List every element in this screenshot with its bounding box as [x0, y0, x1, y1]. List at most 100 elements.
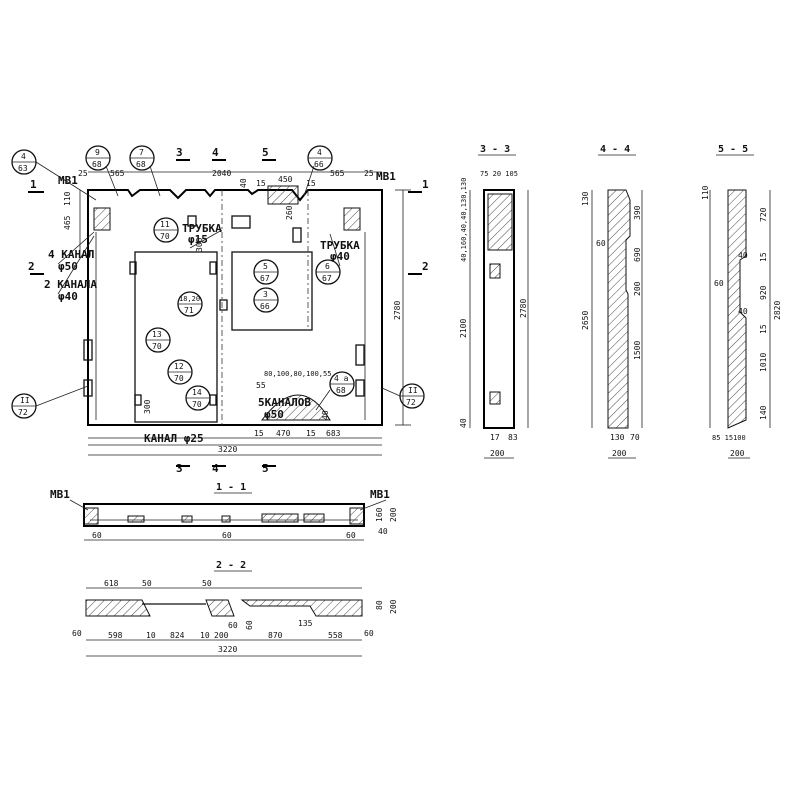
corner-duct-right — [343, 207, 361, 231]
corner-duct-left — [93, 207, 111, 231]
sec33-200: 200 — [490, 449, 505, 458]
callout-13-70: 13 70 — [145, 327, 171, 353]
section-marks: 1 1 2 2 3 4 5 3 4 5 — [28, 146, 429, 475]
label-kanal-bottom: КАНАЛ φ25 — [144, 432, 204, 445]
sec44-130: 130 — [581, 191, 590, 206]
sec22-segment-mid — [205, 599, 235, 617]
callout-14-70: 14 70 — [185, 385, 211, 411]
dim-bot-683: 683 — [326, 429, 341, 438]
sec33-17: 17 — [490, 433, 500, 442]
sec11-60-mid: 60 — [222, 531, 232, 540]
section-4-4: 4 - 4 130 390 690 60 200 2650 1500 130 7… — [581, 144, 643, 459]
sec22-segment-right — [240, 599, 363, 617]
dim-260: 260 — [285, 205, 294, 220]
dim-450: 450 — [278, 175, 293, 184]
dim-bot-15b: 15 — [306, 429, 316, 438]
svg-text:3: 3 — [263, 290, 268, 299]
svg-text:68: 68 — [136, 160, 146, 169]
sec55-1010: 1010 — [759, 353, 768, 372]
sec44-1500: 1500 — [633, 341, 642, 360]
sec22-50b: 50 — [202, 579, 212, 588]
svg-text:68: 68 — [336, 386, 346, 395]
mark-1-right: 1 — [422, 178, 429, 191]
svg-text:68: 68 — [92, 160, 102, 169]
svg-text:18,20: 18,20 — [179, 295, 200, 303]
callout-4-63: 4 63 — [11, 149, 37, 175]
sec55-profile — [727, 189, 747, 429]
mark-2-left: 2 — [28, 260, 35, 273]
callout-4a-68: 4 а 68 — [329, 371, 355, 397]
sec55-40: 40 — [738, 251, 748, 260]
svg-text:63: 63 — [18, 164, 28, 173]
svg-text:14: 14 — [192, 388, 202, 397]
dim-565-right: 565 — [330, 169, 345, 178]
dim-bot-15a: 15 — [254, 429, 264, 438]
sec33-40: 40 — [459, 418, 468, 428]
sec22-10a: 10 — [146, 631, 156, 640]
sec11-title: 1 - 1 — [216, 482, 246, 493]
label-trubka-top-phi: φ15 — [188, 233, 208, 246]
svg-text:67: 67 — [260, 274, 270, 283]
label-kanaly-bottom-phi: φ50 — [264, 408, 284, 421]
section-2-2: 2 - 2 618 50 50 60 598 10 824 10 200 60 … — [72, 560, 398, 657]
sec22-598: 598 — [108, 631, 123, 640]
plan-view: 2040 565 565 25 25 40 15 450 15 465 110 … — [11, 145, 429, 475]
sec22-870: 870 — [268, 631, 283, 640]
sec55-110: 110 — [701, 185, 710, 200]
sec22-824: 824 — [170, 631, 185, 640]
window-opening — [231, 251, 313, 331]
dim-15b: 15 — [306, 179, 316, 188]
sec55-40b: 40 — [738, 307, 748, 316]
sec44-60: 60 — [596, 239, 606, 248]
svg-text:67: 67 — [322, 274, 332, 283]
sec44-title: 4 - 4 — [600, 144, 630, 155]
sec33-title: 3 - 3 — [480, 144, 510, 155]
sec44-690: 690 — [633, 247, 642, 262]
callout-11-70: 11 70 — [153, 217, 179, 243]
section-1-1: 1 - 1 МВ1 МВ1 60 60 60 160 200 40 — [50, 482, 398, 541]
sec55-title: 5 - 5 — [718, 144, 748, 155]
sec22-200r: 200 — [389, 599, 398, 614]
duct-block-top — [267, 185, 299, 205]
mark-4-top: 4 — [212, 146, 219, 159]
sec22-50a: 50 — [142, 579, 152, 588]
callout-3-66: 3 66 — [253, 287, 279, 313]
sec33-83: 83 — [508, 433, 518, 442]
callout-18-20-71: 18,20 71 — [177, 291, 203, 317]
svg-text:70: 70 — [152, 342, 162, 351]
sec55-920: 920 — [759, 285, 768, 300]
dim-40b: 40 — [321, 410, 330, 420]
label-kanal2-left: 2 КАНАЛА — [44, 278, 97, 291]
sec22-558: 558 — [328, 631, 343, 640]
svg-text:9: 9 — [95, 148, 100, 157]
mark-3-bot: 3 — [176, 462, 183, 475]
label-trubka-right: ТРУБКА — [320, 239, 360, 252]
sec44-70: 70 — [630, 433, 640, 442]
sec11-40: 40 — [378, 527, 388, 536]
svg-text:12: 12 — [174, 362, 184, 371]
sec11-200: 200 — [389, 507, 398, 522]
sec22-618: 618 — [104, 579, 119, 588]
sec22-60a: 60 — [72, 629, 82, 638]
sec44-200: 200 — [633, 281, 642, 296]
door-opening — [134, 251, 218, 423]
svg-text:70: 70 — [160, 232, 170, 241]
sec11-mv1-right: МВ1 — [370, 488, 390, 501]
dim-2040: 2040 — [212, 169, 231, 178]
callout-12-70: 12 70 — [167, 359, 193, 385]
sec22-80: 80 — [375, 600, 384, 610]
sec33-2780: 2780 — [519, 299, 528, 318]
dim-25-left: 25 — [78, 169, 88, 178]
sec22-200: 200 — [214, 631, 229, 640]
sec22-60d: 60 — [364, 629, 374, 638]
callout-4-66: 4 66 — [307, 145, 333, 171]
label-kanal2-left-phi: φ40 — [58, 290, 78, 303]
dim-300-bottom: 300 — [143, 399, 152, 414]
dim-channels: 80,100,80,100,55 — [264, 370, 331, 378]
sec22-10b: 10 — [200, 631, 210, 640]
sec55-720: 720 — [759, 207, 768, 222]
svg-text:4: 4 — [317, 148, 322, 157]
svg-text:72: 72 — [406, 398, 416, 407]
svg-text:4 а: 4 а — [334, 374, 349, 383]
